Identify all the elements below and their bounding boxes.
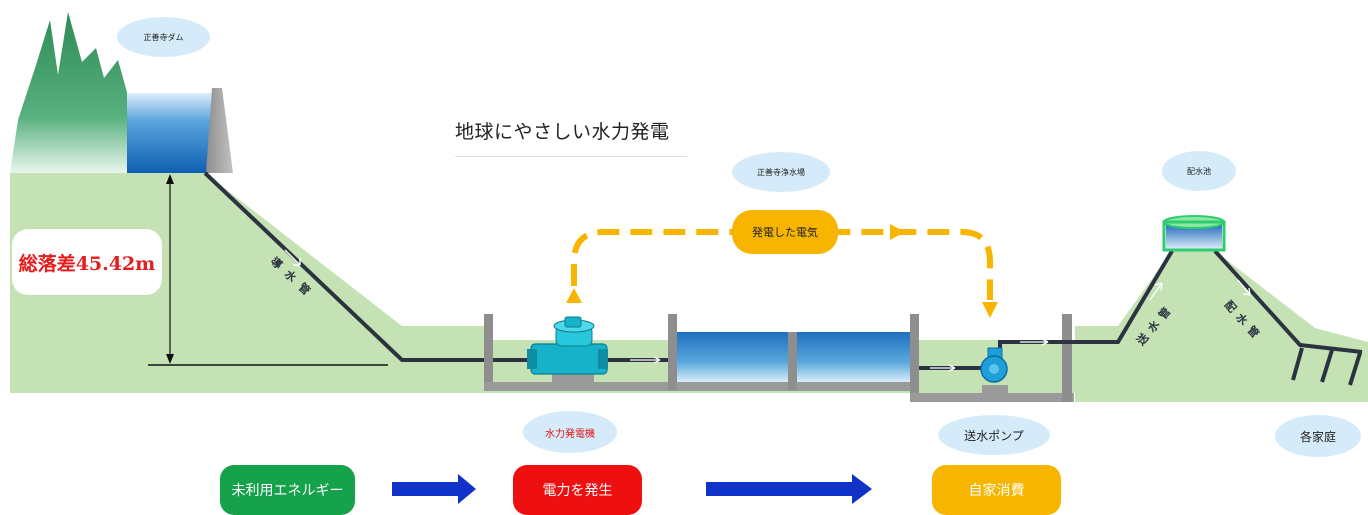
mountain bbox=[10, 12, 132, 173]
diagram-title: 地球にやさしい水力発電 bbox=[455, 121, 670, 143]
step-generate-power: 電力を発生 bbox=[513, 465, 642, 515]
electricity-arrow-up bbox=[566, 288, 582, 303]
pump-label: 送水ポンプ bbox=[938, 415, 1050, 455]
pump-inlet-flow-arrow bbox=[930, 364, 956, 372]
drop-arrow-top bbox=[166, 174, 174, 184]
step-unused-energy: 未利用エネルギー bbox=[220, 465, 355, 515]
electricity-label: 発電した電気 bbox=[732, 210, 838, 254]
title-underline bbox=[455, 156, 687, 157]
treatment-tank-2 bbox=[797, 332, 910, 382]
pump-pedestal bbox=[982, 385, 1008, 394]
plant-wall-left bbox=[484, 314, 493, 390]
plant-wall-mid-1 bbox=[668, 314, 677, 390]
plant-wall-mid-2 bbox=[788, 332, 797, 390]
headrace-flow-arrow bbox=[284, 249, 301, 266]
supply-flow-arrow-2 bbox=[1149, 282, 1163, 301]
electricity-arrow-right bbox=[890, 224, 905, 240]
outlet-flow-arrow bbox=[630, 356, 661, 364]
distribution-reservoir-body bbox=[1162, 220, 1226, 252]
electricity-arrow-down bbox=[982, 302, 998, 318]
pump-pit-floor bbox=[910, 393, 1074, 402]
drop-arrow-bottom bbox=[166, 354, 174, 364]
plant-wall-right bbox=[910, 314, 919, 401]
dam-wall bbox=[206, 88, 233, 173]
water-plant-label: 正善寺浄水場 bbox=[732, 152, 830, 192]
hydro-generator-icon bbox=[527, 316, 608, 375]
step-self-consumption: 自家消費 bbox=[932, 465, 1061, 515]
home-branch-2 bbox=[1320, 349, 1334, 383]
dam-reservoir-water bbox=[127, 93, 212, 173]
left-hill bbox=[10, 173, 485, 393]
distribution-pipe bbox=[1213, 249, 1363, 354]
generator-pedestal bbox=[552, 372, 594, 384]
pump-pit-wall bbox=[1062, 314, 1072, 402]
dam-label: 正善寺ダム bbox=[117, 17, 210, 57]
supply-flow-arrow-1 bbox=[1020, 338, 1049, 346]
flow-arrow-1 bbox=[392, 474, 476, 504]
treatment-tank-1 bbox=[677, 332, 788, 382]
flow-arrow-2 bbox=[706, 474, 872, 504]
distribution-flow-arrow bbox=[1237, 279, 1251, 296]
homes-label: 各家庭 bbox=[1275, 415, 1361, 457]
reservoir-label: 配水池 bbox=[1162, 151, 1236, 191]
total-drop-label: 総落差45.42m bbox=[12, 229, 162, 295]
home-branch-3 bbox=[1348, 352, 1362, 386]
water-pump-icon bbox=[980, 347, 1008, 383]
generator-label: 水力発電機 bbox=[523, 411, 617, 453]
plant-floor bbox=[484, 382, 910, 391]
home-branch-1 bbox=[1291, 347, 1304, 381]
